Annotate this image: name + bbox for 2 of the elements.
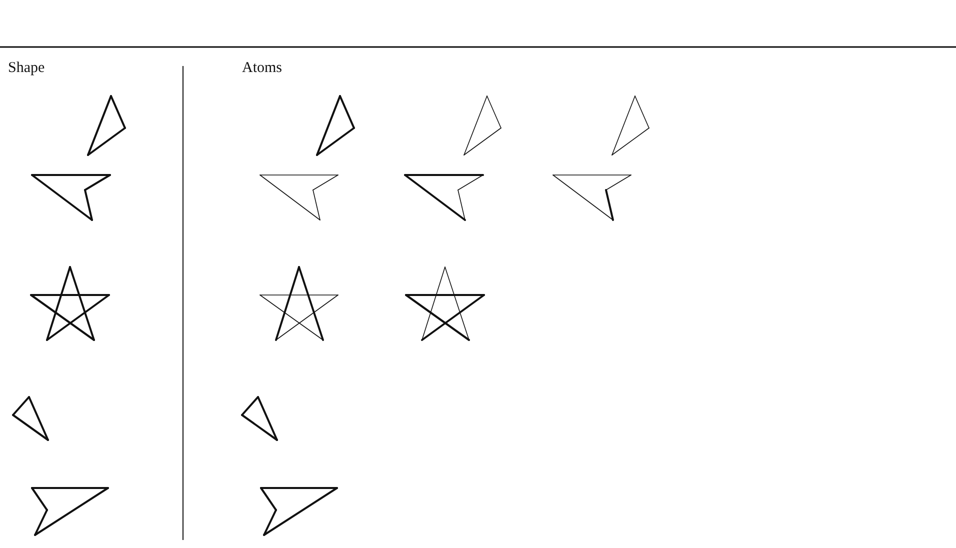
column-heading: Atoms — [242, 60, 282, 77]
column-heading: Shape — [8, 60, 45, 77]
